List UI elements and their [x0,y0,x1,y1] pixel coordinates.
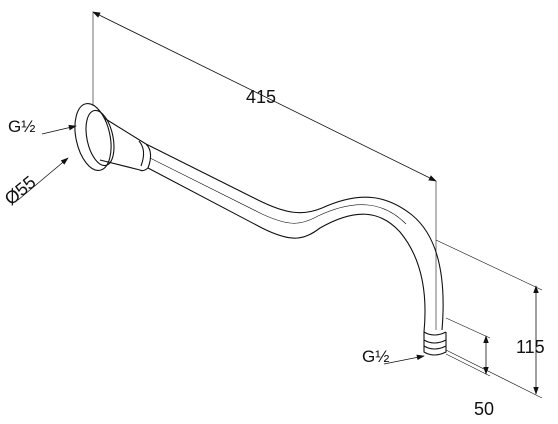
thread-label-inlet: G½ [8,117,35,136]
rosette-diameter-label: Ø55 [1,172,40,209]
arm-lower-contour [147,167,426,333]
arm-highlight [149,157,407,225]
leader-rosette-diameter [17,157,69,201]
outlet-nut [423,331,447,356]
dim-line-415 [92,11,437,182]
dimension-lines [17,11,539,395]
shower-arm [74,103,447,356]
dim-label-50: 50 [474,399,494,419]
extension-lines [92,12,543,399]
leader-inlet-thread [41,124,77,135]
dim-label-415: 415 [246,87,276,107]
arm-upper-contour [145,143,444,331]
dim-label-115: 115 [516,337,545,357]
thread-label-outlet: G½ [362,347,389,366]
leader-outlet-thread [383,354,425,365]
